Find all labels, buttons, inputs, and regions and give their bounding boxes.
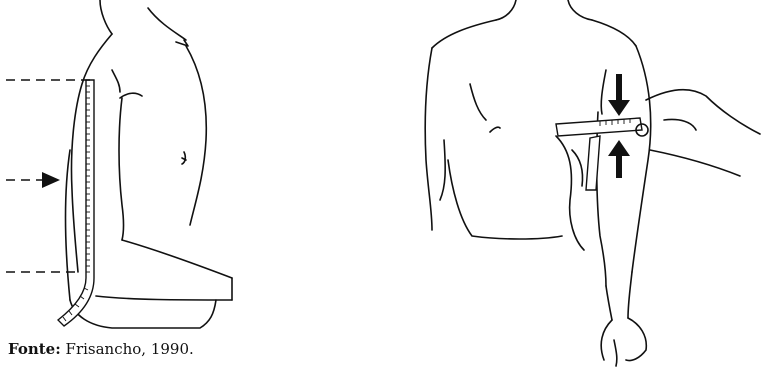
back-neck-left [496,0,516,20]
side-nipple [182,152,186,164]
caption-source: Frisancho, 1990. [66,340,194,358]
back-right-arm-outer [632,46,651,272]
side-upper-arm-front [119,98,124,240]
back-hand-outline [601,318,646,366]
back-left-scapula [470,84,486,120]
back-left-arm-outline [425,48,432,230]
back-left-torso-outline [448,160,562,239]
measurer-right-hand [646,90,760,176]
caption-label: Fonte: [8,340,61,358]
back-neck-right [568,0,592,20]
side-deltoid-line [112,70,120,92]
side-view-figure [6,0,232,328]
back-tape-loose-end [586,136,600,190]
back-armpit-left [440,140,445,200]
back-view-figure [425,0,760,366]
back-spine-detail [490,127,500,132]
midpoint-arrow-icon [42,172,60,188]
side-chest-outline [186,46,206,225]
side-collar-detail [176,40,188,46]
side-neck-outline [100,0,112,34]
side-forearm-bottom [96,296,232,300]
figure-caption: Fonte: Frisancho, 1990. [8,340,194,358]
side-back-contour [66,150,71,300]
back-measuring-tape [556,118,642,136]
measurer-left-hand [556,136,584,250]
side-neck-back-outline [148,8,186,40]
side-armpit-crease [120,93,142,98]
back-forearm-outer [628,272,632,318]
side-measuring-tape [58,80,94,326]
side-forearm-top [122,240,232,278]
up-arrow-icon [608,140,630,178]
back-forearm-inner [606,286,612,320]
back-right-scapula [601,70,606,114]
side-hip-outline [70,300,216,328]
back-shoulder-line [432,20,636,48]
down-arrow-icon [608,74,630,116]
